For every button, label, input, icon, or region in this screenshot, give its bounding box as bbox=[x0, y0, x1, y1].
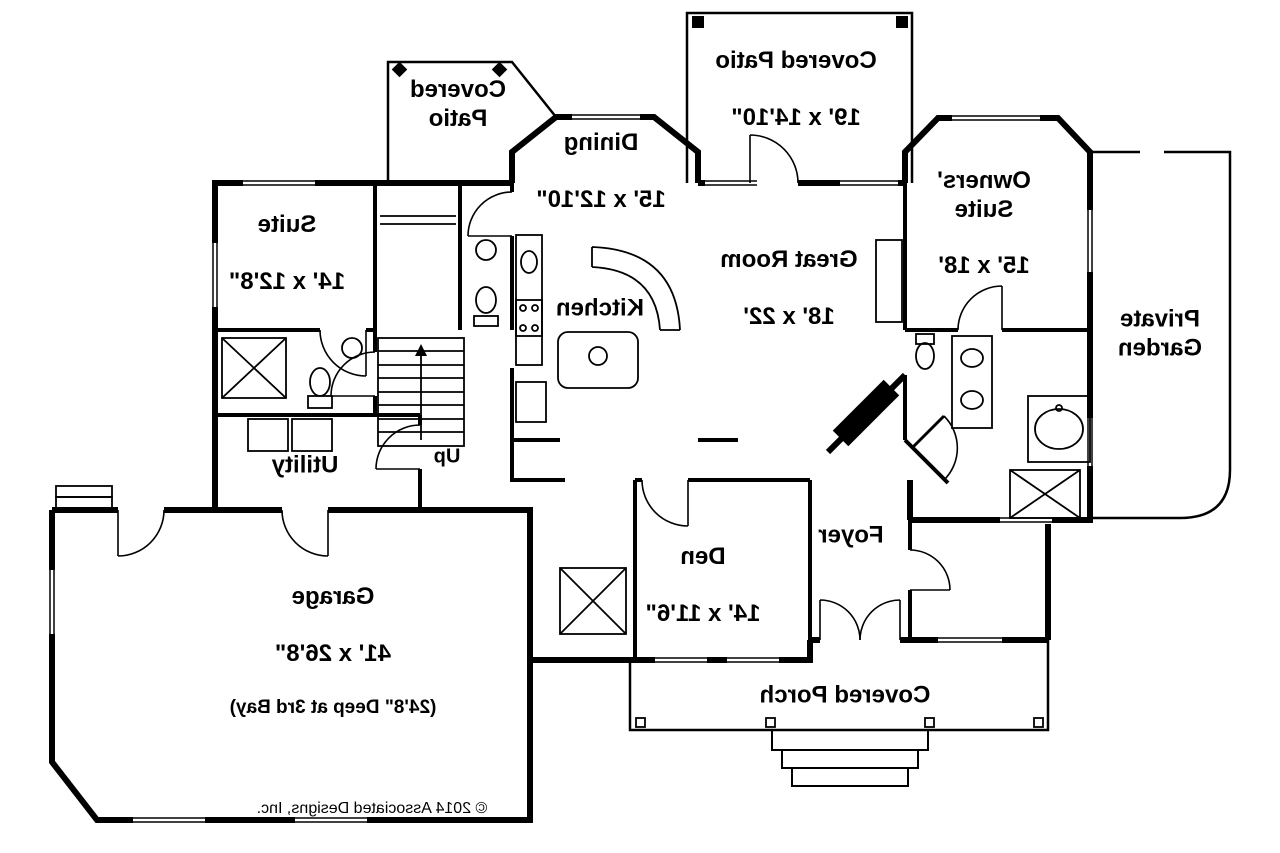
porch-steps bbox=[771, 729, 929, 787]
interior-walls bbox=[215, 183, 1090, 660]
angled-door-leaf bbox=[910, 414, 946, 450]
patio-posts bbox=[391, 16, 908, 78]
side-stoop-steps bbox=[55, 485, 113, 509]
door-swings bbox=[117, 134, 1003, 641]
fireplace bbox=[832, 379, 900, 447]
stairs-arrow bbox=[415, 344, 427, 356]
porch-posts bbox=[635, 717, 1044, 728]
windows bbox=[48, 113, 1094, 824]
fixtures bbox=[221, 215, 1091, 635]
